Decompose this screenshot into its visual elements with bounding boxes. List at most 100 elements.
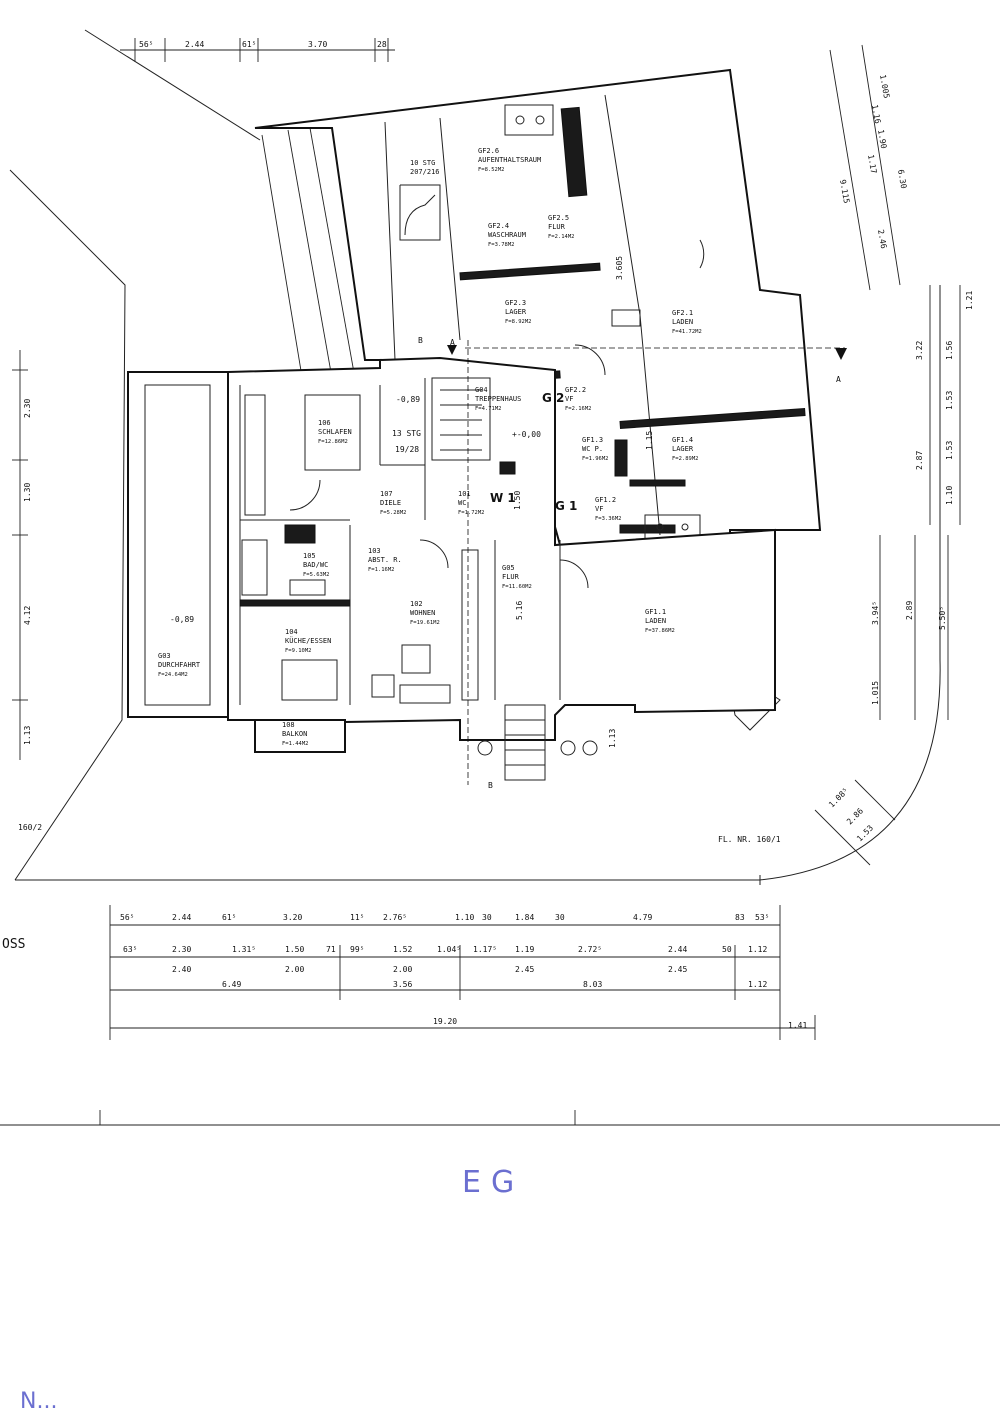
bottom-dimension-chains: 56⁵ 2.44 61⁵ 3.20 11⁵ 2.76⁵ 1.10 30 1.84… (109, 905, 816, 1040)
svg-text:9.115: 9.115 (838, 179, 851, 204)
svg-text:3.22: 3.22 (915, 341, 924, 360)
svg-text:WASCHRAUM: WASCHRAUM (488, 231, 526, 239)
svg-text:G04: G04 (475, 386, 488, 394)
svg-text:1.52: 1.52 (393, 945, 412, 954)
room-gf14: GF1.4 LAGER F=2.89M2 (672, 436, 699, 462)
svg-text:107: 107 (380, 490, 393, 498)
svg-text:G03: G03 (158, 652, 171, 660)
svg-text:1.56: 1.56 (945, 341, 954, 360)
svg-text:2.30: 2.30 (172, 945, 191, 954)
room-gf26: GF2.6 AUFENTHALTSRAUM F=8.52M2 (478, 147, 541, 173)
svg-text:1.53: 1.53 (945, 391, 954, 410)
svg-text:F=4.71M2: F=4.71M2 (475, 406, 502, 412)
svg-text:F=8.92M2: F=8.92M2 (505, 319, 532, 325)
svg-text:WOHNEN: WOHNEN (410, 609, 435, 617)
room-gf21: GF2.1 LADEN F=41.72M2 (672, 309, 702, 335)
svg-text:1.17⁵: 1.17⁵ (473, 945, 497, 954)
svg-text:2.46: 2.46 (876, 229, 888, 250)
room-106: 106 SCHLAFEN F=12.86M2 (318, 419, 352, 445)
level-minus-passage: -0,89 (170, 615, 194, 624)
room-101: 101 WC F=1.72M2 (458, 490, 485, 516)
svg-text:1.17: 1.17 (866, 154, 878, 175)
svg-text:1.015: 1.015 (871, 681, 880, 705)
svg-text:19.20: 19.20 (433, 1017, 457, 1026)
svg-text:GF2.1: GF2.1 (672, 309, 693, 317)
room-102: 102 WOHNEN F=19.61M2 (410, 600, 440, 626)
svg-text:106: 106 (318, 419, 331, 427)
svg-text:BALKON: BALKON (282, 730, 307, 738)
room-gf22: GF2.2 VF F=2.16M2 (565, 386, 592, 412)
svg-text:VF: VF (595, 505, 603, 513)
svg-text:6.30: 6.30 (896, 169, 908, 190)
right-dimension-chain-2: 3.22 1.56 1.21 1.53 2.87 1.53 1.10 (915, 285, 974, 525)
svg-text:VF: VF (565, 395, 573, 403)
svg-text:63⁵: 63⁵ (123, 945, 137, 954)
corner-dimension: 1.08⁵ 2.86 1.53 (814, 779, 896, 866)
svg-text:83: 83 (735, 913, 745, 922)
svg-text:F=12.86M2: F=12.86M2 (318, 439, 348, 445)
main-building (227, 356, 776, 781)
svg-text:1.50: 1.50 (513, 491, 522, 510)
svg-text:30: 30 (482, 913, 492, 922)
right-dimension-chain-3: 3.94⁵ 2.89 5.50⁵ 1.015 (871, 535, 949, 720)
svg-text:2.45: 2.45 (515, 965, 534, 974)
svg-text:GF2.5: GF2.5 (548, 214, 569, 222)
room-g03: G03 DURCHFAHRT F=24.64M2 (158, 652, 201, 678)
svg-text:F=1.44M2: F=1.44M2 (282, 741, 309, 747)
svg-text:WC: WC (458, 499, 466, 507)
svg-text:2.00: 2.00 (393, 965, 412, 974)
svg-text:DURCHFAHRT: DURCHFAHRT (158, 661, 201, 669)
top-dimension-chain: 56⁵ 2.44 61⁵ 3.70 28 (120, 38, 395, 62)
svg-text:F=41.72M2: F=41.72M2 (672, 329, 702, 335)
svg-text:1.005: 1.005 (878, 74, 891, 99)
svg-text:1.53: 1.53 (855, 823, 875, 843)
svg-text:F=5.63M2: F=5.63M2 (303, 572, 330, 578)
room-gf12: GF1.2 VF F=3.36M2 (595, 496, 622, 522)
svg-text:F=9.10M2: F=9.10M2 (285, 648, 312, 654)
svg-text:F=24.64M2: F=24.64M2 (158, 672, 188, 678)
svg-text:F=11.60M2: F=11.60M2 (502, 584, 532, 590)
svg-text:F=2.14M2: F=2.14M2 (548, 234, 575, 240)
svg-text:TREPPENHAUS: TREPPENHAUS (475, 395, 521, 403)
stairs-top-ratio: 207/216 (410, 168, 440, 176)
svg-text:2.72⁵: 2.72⁵ (578, 945, 602, 954)
svg-text:F=2.16M2: F=2.16M2 (565, 406, 592, 412)
svg-text:2.00: 2.00 (285, 965, 304, 974)
svg-text:1.50: 1.50 (285, 945, 304, 954)
svg-text:8.03: 8.03 (583, 980, 602, 989)
svg-text:5.16: 5.16 (515, 601, 524, 620)
section-b-bottom-label: B (488, 781, 493, 790)
svg-text:1.12: 1.12 (748, 945, 767, 954)
svg-text:GF1.1: GF1.1 (645, 608, 666, 616)
section-a-right-label: A (836, 375, 841, 384)
svg-text:FLUR: FLUR (548, 223, 566, 231)
upper-building (254, 68, 822, 731)
svg-text:F=8.52M2: F=8.52M2 (478, 167, 505, 173)
svg-text:FLUR: FLUR (502, 573, 520, 581)
level-minus-label: -0,89 (396, 395, 420, 404)
svg-text:F=5.28M2: F=5.28M2 (380, 510, 407, 516)
stairs-main-label: 13 STG (392, 429, 421, 438)
svg-text:56⁵: 56⁵ (120, 913, 134, 922)
right-dimension-chain-1: 1.005 1.16 1.90 1.17 6.30 2.46 9.115 (829, 44, 908, 291)
section-marker-a-left (447, 345, 457, 355)
entry-g1: G 1 (555, 499, 577, 513)
svg-text:4.79: 4.79 (633, 913, 652, 922)
room-gf24: GF2.4 WASCHRAUM F=3.78M2 (488, 222, 526, 248)
room-gf25: GF2.5 FLUR F=2.14M2 (548, 214, 575, 240)
svg-text:2.45: 2.45 (668, 965, 687, 974)
parcel-left: 160/2 (18, 823, 42, 832)
svg-text:1.13: 1.13 (608, 729, 617, 748)
svg-text:1.10: 1.10 (455, 913, 474, 922)
room-gf11: GF1.1 LADEN F=37.86M2 (645, 608, 675, 634)
svg-text:3.56: 3.56 (393, 980, 412, 989)
bottom-scrawl: N... (20, 1389, 57, 1414)
room-105: 105 BAD/WC F=5.63M2 (303, 552, 330, 578)
level-zero-label: +-0,00 (512, 430, 541, 439)
svg-text:1.41: 1.41 (788, 1021, 807, 1030)
left-dimension-chain: 2.30 1.30 4.12 1.13 (12, 350, 32, 760)
margin-left-label: OSS (2, 937, 25, 952)
stairs-top-label: 10 STG (410, 159, 435, 167)
svg-text:F=1.96M2: F=1.96M2 (582, 456, 609, 462)
